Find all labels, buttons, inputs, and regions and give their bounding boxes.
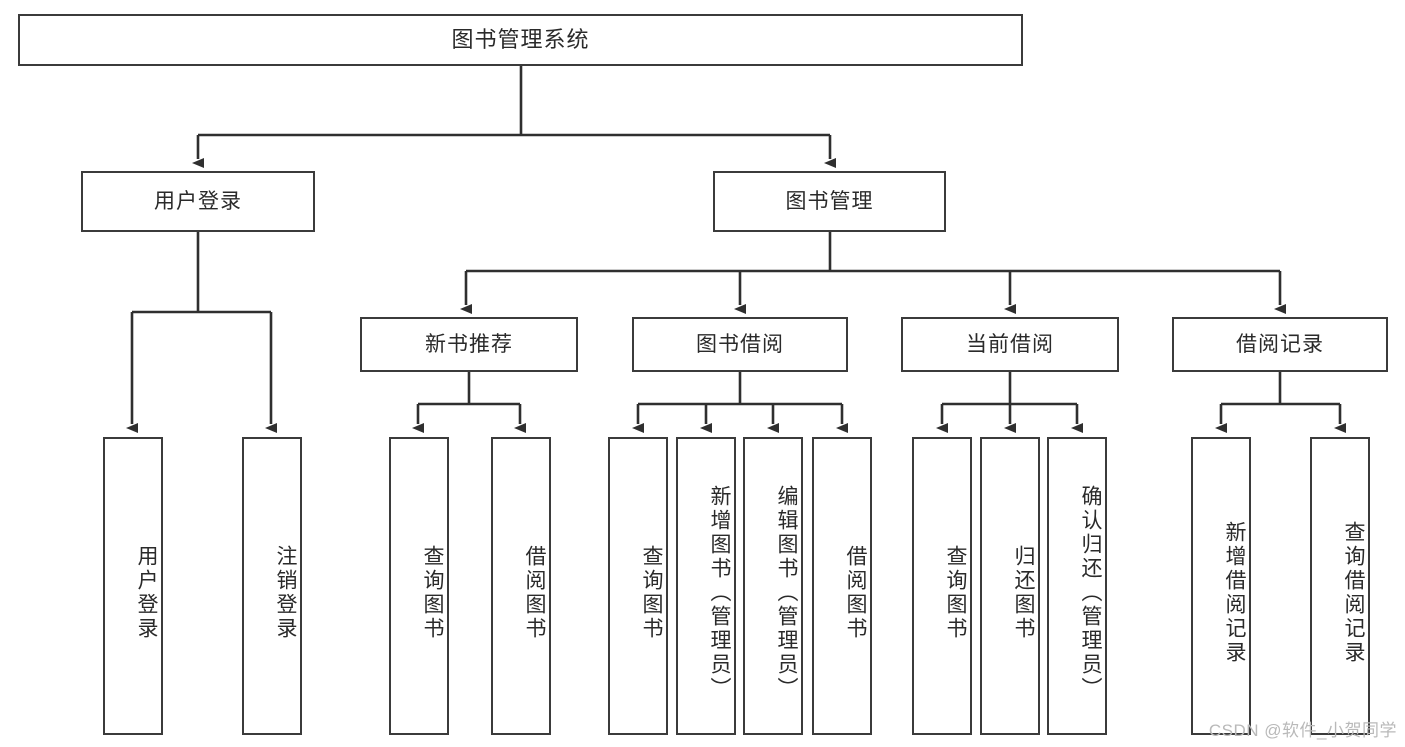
- node-current-borrow-label: 当前借阅: [966, 332, 1054, 356]
- leaf-new-book-borrow[interactable]: 借阅图书: [491, 437, 551, 735]
- node-book-management-label: 图书管理: [785, 189, 874, 213]
- node-borrow-record[interactable]: 借阅记录: [1172, 317, 1388, 372]
- leaf-label: 查询图书: [421, 545, 444, 641]
- leaf-user-login-signin[interactable]: 用户登录: [103, 437, 163, 735]
- leaf-current-borrow-confirm-return[interactable]: 确认归还（管理员）: [1047, 437, 1107, 735]
- leaf-book-borrow-add[interactable]: 新增图书（管理员）: [676, 437, 736, 735]
- leaf-label: 归还图书: [1012, 545, 1035, 641]
- leaf-label: 查询图书: [640, 545, 663, 641]
- leaf-label: 编辑图书（管理员）: [775, 485, 798, 701]
- leaf-label: 确认归还（管理员）: [1079, 485, 1102, 701]
- leaf-current-borrow-return[interactable]: 归还图书: [980, 437, 1040, 735]
- leaf-borrow-record-add[interactable]: 新增借阅记录: [1191, 437, 1251, 735]
- node-current-borrow[interactable]: 当前借阅: [901, 317, 1119, 372]
- leaf-label: 查询图书: [944, 545, 967, 641]
- leaf-book-borrow-edit[interactable]: 编辑图书（管理员）: [743, 437, 803, 735]
- leaf-label: 借阅图书: [523, 545, 546, 641]
- leaf-user-login-signout[interactable]: 注销登录: [242, 437, 302, 735]
- node-book-management[interactable]: 图书管理: [713, 171, 946, 232]
- node-new-book-recommend[interactable]: 新书推荐: [360, 317, 578, 372]
- leaf-label: 新增图书（管理员）: [708, 485, 731, 701]
- leaf-book-borrow-borrow[interactable]: 借阅图书: [812, 437, 872, 735]
- watermark: CSDN @软件_小贺同学: [1208, 721, 1397, 740]
- leaf-new-book-query[interactable]: 查询图书: [389, 437, 449, 735]
- leaf-current-borrow-query[interactable]: 查询图书: [912, 437, 972, 735]
- leaf-label: 用户登录: [135, 545, 158, 641]
- node-book-borrow-label: 图书借阅: [696, 332, 784, 356]
- node-user-login-label: 用户登录: [154, 189, 242, 213]
- leaf-label: 借阅图书: [844, 545, 867, 641]
- node-user-login[interactable]: 用户登录: [81, 171, 315, 232]
- node-book-borrow[interactable]: 图书借阅: [632, 317, 848, 372]
- leaf-label: 新增借阅记录: [1223, 521, 1246, 665]
- leaf-label: 注销登录: [274, 545, 297, 641]
- node-borrow-record-label: 借阅记录: [1236, 332, 1324, 356]
- leaf-borrow-record-query[interactable]: 查询借阅记录: [1310, 437, 1370, 735]
- node-root-label: 图书管理系统: [451, 26, 590, 52]
- leaf-label: 查询借阅记录: [1342, 521, 1365, 665]
- node-new-book-recommend-label: 新书推荐: [425, 332, 513, 356]
- node-root[interactable]: 图书管理系统: [18, 14, 1023, 66]
- leaf-book-borrow-query[interactable]: 查询图书: [608, 437, 668, 735]
